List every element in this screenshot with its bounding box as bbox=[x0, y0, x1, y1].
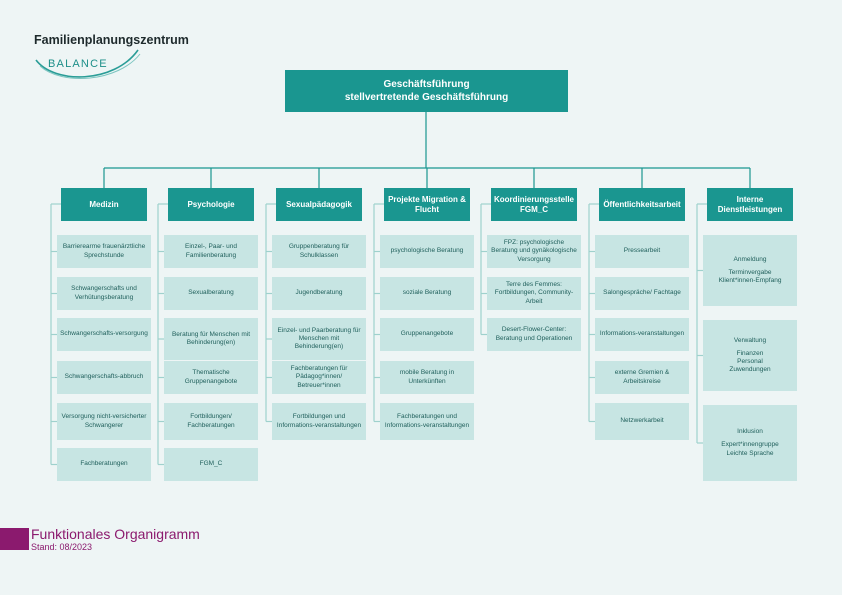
function-box: Fortbildungen und Informations-veranstal… bbox=[272, 403, 366, 440]
function-box: FGM_C bbox=[164, 448, 258, 481]
page-date: Stand: 08/2023 bbox=[31, 542, 93, 552]
function-detail-line: Klient*innen-Empfang bbox=[718, 277, 782, 285]
function-box: Fachberatungen und Informations-veransta… bbox=[380, 403, 474, 440]
function-box: Fachberatungen für Pädagog*innen/ Betreu… bbox=[272, 361, 366, 394]
page-title: Funktionales Organigramm bbox=[31, 526, 200, 542]
function-box: Einzel-, Paar- und Familienberatung bbox=[164, 235, 258, 268]
function-box: Barrierearme frauenärztliche Sprechstund… bbox=[57, 235, 151, 268]
department-box: Öffentlichkeitsarbeit bbox=[599, 188, 685, 221]
function-box: Versorgung nicht-versicherter Schwangere… bbox=[57, 403, 151, 440]
function-box: Fachberatungen bbox=[57, 448, 151, 481]
function-box: Jugendberatung bbox=[272, 277, 366, 310]
function-box: Gruppenberatung für Schulklassen bbox=[272, 235, 366, 268]
function-detail-line: Personal bbox=[737, 358, 763, 365]
function-box: Gruppenangebote bbox=[380, 318, 474, 351]
department-box: Koordinierungsstelle FGM_C bbox=[491, 188, 577, 221]
function-box: Thematische Gruppenangebote bbox=[164, 361, 258, 394]
function-box: Fortbildungen/ Fachberatungen bbox=[164, 403, 258, 440]
department-box: Medizin bbox=[61, 188, 147, 221]
function-box: Schwangerschafts und Verhütungsberatung bbox=[57, 277, 151, 310]
department-box: Projekte Migration & Flucht bbox=[384, 188, 470, 221]
function-detail-line: Leichte Sprache bbox=[726, 449, 774, 457]
department-box: Psychologie bbox=[168, 188, 254, 221]
function-title: Inklusion bbox=[737, 428, 763, 436]
function-box: Terre des Femmes: Fortbildungen, Communi… bbox=[487, 277, 581, 310]
function-box: Sexualberatung bbox=[164, 277, 258, 310]
function-box: Schwangerschafts-abbruch bbox=[57, 361, 151, 394]
function-box: mobile Beratung in Unterkünften bbox=[380, 361, 474, 394]
function-box: soziale Beratung bbox=[380, 277, 474, 310]
management-box: Geschäftsführung stellvertretende Geschä… bbox=[285, 70, 568, 112]
function-detail-line: Expert*innengruppe bbox=[721, 441, 779, 449]
management-title: Geschäftsführung bbox=[383, 79, 470, 90]
department-box: Interne Dienstleistungen bbox=[707, 188, 793, 221]
function-box: Beratung für Menschen mit Behinderung(en… bbox=[164, 318, 258, 360]
function-box: Einzel- und Paarberatung für Menschen mi… bbox=[272, 318, 366, 360]
function-title: Verwaltung bbox=[733, 336, 767, 344]
function-box: Pressearbeit bbox=[595, 235, 689, 268]
function-title: Anmeldung bbox=[733, 255, 767, 263]
logo-swoosh-icon bbox=[35, 49, 141, 79]
logo-title: Familienplanungszentrum bbox=[34, 33, 189, 47]
function-box: psychologische Beratung bbox=[380, 235, 474, 268]
function-box: Netzwerkarbeit bbox=[595, 403, 689, 440]
department-box: Sexualpädagogik bbox=[276, 188, 362, 221]
function-detail-line: Zuwendungen bbox=[729, 366, 771, 374]
function-box: Salongespräche/ Fachtage bbox=[595, 277, 689, 310]
logo-wordmark: BALANCE bbox=[48, 58, 108, 70]
function-detail-line: Finanzen bbox=[736, 349, 764, 357]
function-box: Schwangerschafts-versorgung bbox=[57, 318, 151, 351]
management-deputy: stellvertretende Geschäftsführung bbox=[344, 92, 509, 103]
function-box: externe Gremien & Arbeitskreise bbox=[595, 361, 689, 394]
function-box: Informations-veranstaltungen bbox=[595, 318, 689, 351]
function-box: Desert-Flower-Center: Beratung und Opera… bbox=[487, 318, 581, 351]
footer-accent-bar bbox=[0, 528, 29, 550]
function-box: FPZ: psychologische Beratung und gynäkol… bbox=[487, 235, 581, 268]
function-detail-line: Terminvergabe bbox=[728, 268, 772, 276]
